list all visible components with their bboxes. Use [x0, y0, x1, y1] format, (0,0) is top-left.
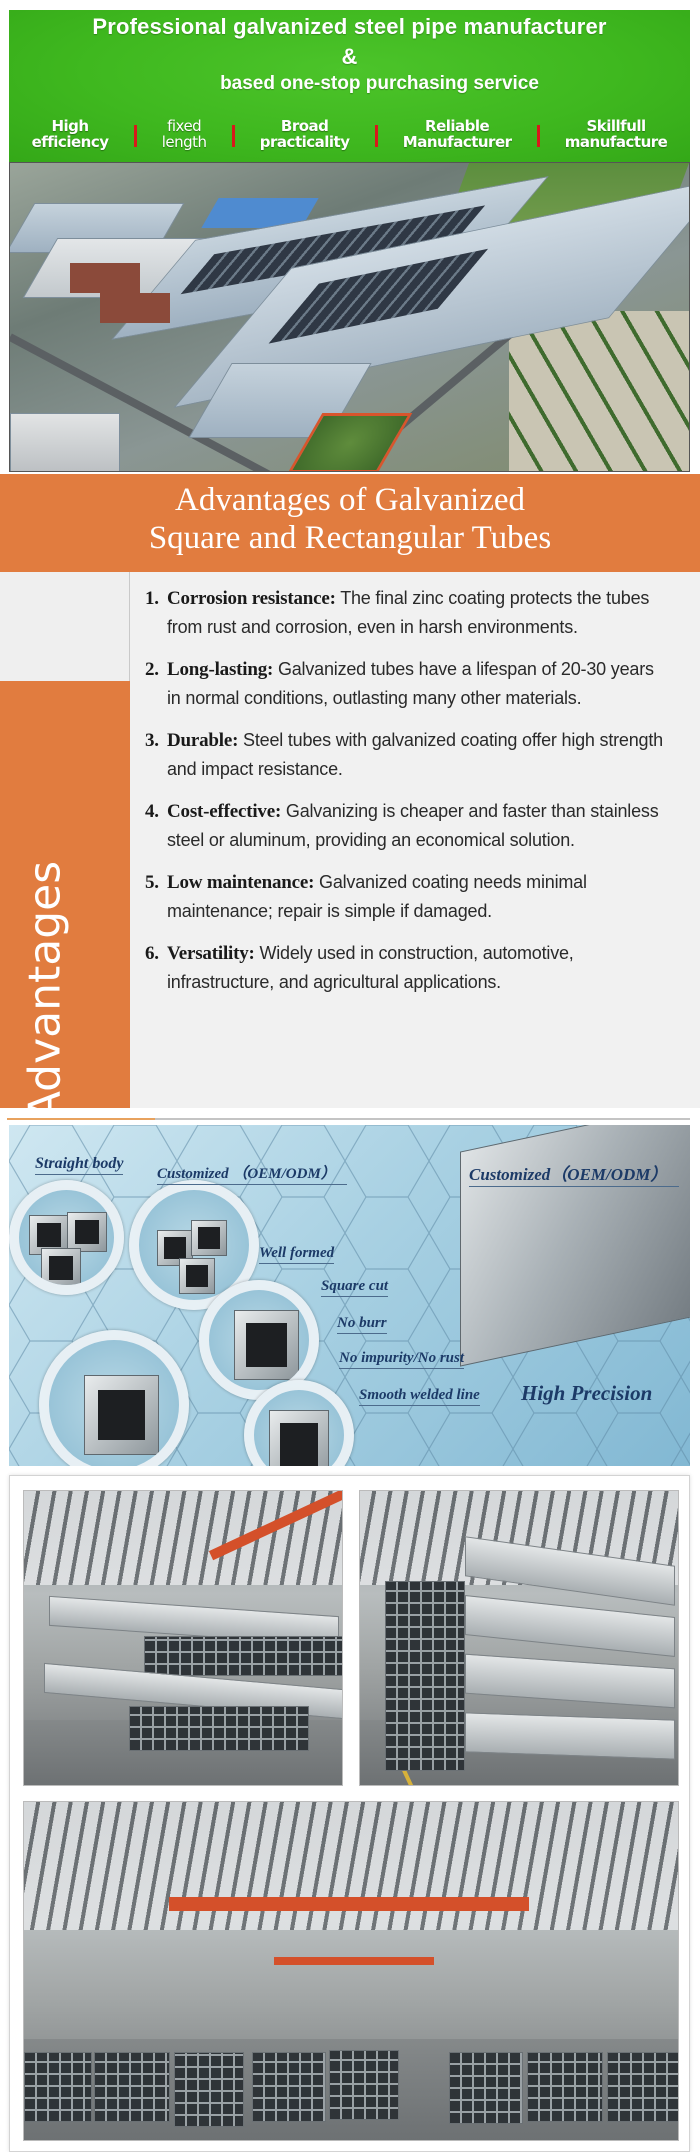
office-building	[70, 263, 140, 293]
item-number: 1.	[145, 588, 159, 609]
list-item: 3. Durable: Steel tubes with galvanized c…	[145, 726, 665, 784]
crane	[274, 1957, 434, 1965]
divider-accent	[7, 1118, 155, 1120]
feature-separator	[133, 125, 137, 147]
item-number: 6.	[145, 943, 159, 964]
list-item: 5. Low maintenance: Galvanized coating ne…	[145, 868, 665, 926]
list-item: 1. Corrosion resistance: The final zinc c…	[145, 584, 665, 642]
label-high-precision: High Precision	[521, 1381, 653, 1405]
banner-ampersand: &	[341, 44, 358, 69]
building	[10, 413, 120, 471]
feature-line: Broad	[280, 117, 329, 135]
warehouse-photo-2	[359, 1490, 679, 1786]
promo-banner: Professional galvanized steel pipe manuf…	[9, 10, 690, 162]
tube-ring	[39, 1330, 189, 1466]
label-well-formed: Well formed	[259, 1245, 335, 1264]
feature-line: Skillfull	[586, 117, 646, 135]
feature-skillfull-manufacture: Skillfull manufacture	[565, 118, 668, 150]
label-customized-right: Customized（OEM/ODM）	[469, 1160, 679, 1187]
list-item: 4. Cost-effective: Galvanizing is cheaper…	[145, 797, 665, 855]
tube-ring	[244, 1380, 354, 1466]
label-no-impurity: No impurity/No rust	[339, 1350, 465, 1369]
advantages-heading: Advantages of Galvanized Square and Rect…	[0, 474, 700, 572]
item-number: 2.	[145, 659, 159, 680]
feature-line: Manufacturer	[402, 133, 512, 151]
list-item: 2. Long-lasting: Galvanized tubes have a …	[145, 655, 665, 713]
crane	[169, 1897, 529, 1911]
label-straight-body: Straight body	[35, 1155, 124, 1175]
feature-line: efficiency	[31, 133, 109, 151]
office-building	[100, 293, 170, 323]
feature-line: Reliable	[425, 117, 490, 135]
feature-line: practicality	[259, 133, 350, 151]
item-keyword: Corrosion resistance:	[167, 588, 336, 609]
farm-plots	[509, 311, 689, 471]
banner-title-line2: based one-stop purchasing service	[220, 73, 539, 94]
advantages-panel: Advantages 1. Corrosion resistance: The f…	[0, 572, 700, 1121]
item-text: Galvanized tubes have a lifespan of 20-3…	[167, 659, 654, 708]
item-text: Galvanized coating needs minimal mainten…	[167, 872, 587, 921]
label-no-burr: No burr	[337, 1315, 387, 1334]
feature-line: length	[161, 133, 207, 151]
tube-bundle-ring	[9, 1180, 124, 1295]
feature-separator	[374, 125, 378, 147]
factory-aerial-photo	[9, 162, 690, 472]
side-label-text: Advantages	[19, 860, 71, 1122]
side-accent-bar: Advantages	[0, 681, 130, 1121]
item-number: 3.	[145, 730, 159, 751]
item-text: Steel tubes with galvanized coating offe…	[167, 730, 663, 779]
item-keyword: Versatility:	[167, 943, 255, 964]
tube-bundle-ring	[129, 1180, 259, 1310]
label-customized-left: Customized （OEM/ODM）	[157, 1162, 347, 1185]
feature-separator	[536, 125, 540, 147]
feature-line: fixed	[167, 117, 202, 135]
feature-line: manufacture	[564, 133, 668, 151]
warehouse-photo-3	[23, 1801, 679, 2141]
advantages-list: 1. Corrosion resistance: The final zinc c…	[145, 584, 665, 1010]
section-divider	[7, 1118, 690, 1120]
item-text: Widely used in construction, automotive,…	[167, 943, 574, 992]
item-number: 4.	[145, 801, 159, 822]
warehouse-gallery	[9, 1475, 690, 2152]
item-number: 5.	[145, 872, 159, 893]
item-keyword: Cost-effective:	[167, 801, 282, 822]
feature-separator	[231, 125, 235, 147]
banner-title-line1: Professional galvanized steel pipe manuf…	[92, 14, 607, 39]
feature-reliable-manufacturer: Reliable Manufacturer	[403, 118, 512, 150]
product-features-image: Straight body Customized （OEM/ODM） Custo…	[9, 1125, 690, 1466]
heading-line2: Square and Rectangular Tubes	[148, 520, 552, 556]
item-text: Galvanizing is cheaper and faster than s…	[167, 801, 659, 850]
label-smooth-welded-line: Smooth welded line	[359, 1387, 480, 1406]
feature-line: High	[51, 117, 89, 135]
item-text: The final zinc coating protects the tube…	[167, 588, 650, 637]
heading-line1: Advantages of Galvanized	[174, 482, 526, 518]
item-keyword: Durable:	[167, 730, 239, 751]
label-square-cut: Square cut	[321, 1278, 389, 1297]
warehouse-photo-1	[23, 1490, 343, 1786]
feature-high-efficiency: High efficiency	[32, 118, 109, 150]
list-item: 6. Versatility: Widely used in constructi…	[145, 939, 665, 997]
feature-broad-practicality: Broad practicality	[260, 118, 350, 150]
item-keyword: Long-lasting:	[167, 659, 274, 680]
item-keyword: Low maintenance:	[167, 872, 315, 893]
feature-fixed-length: fixed length	[162, 118, 207, 150]
feature-strip: High efficiency fixed length Broad pract…	[9, 112, 690, 156]
